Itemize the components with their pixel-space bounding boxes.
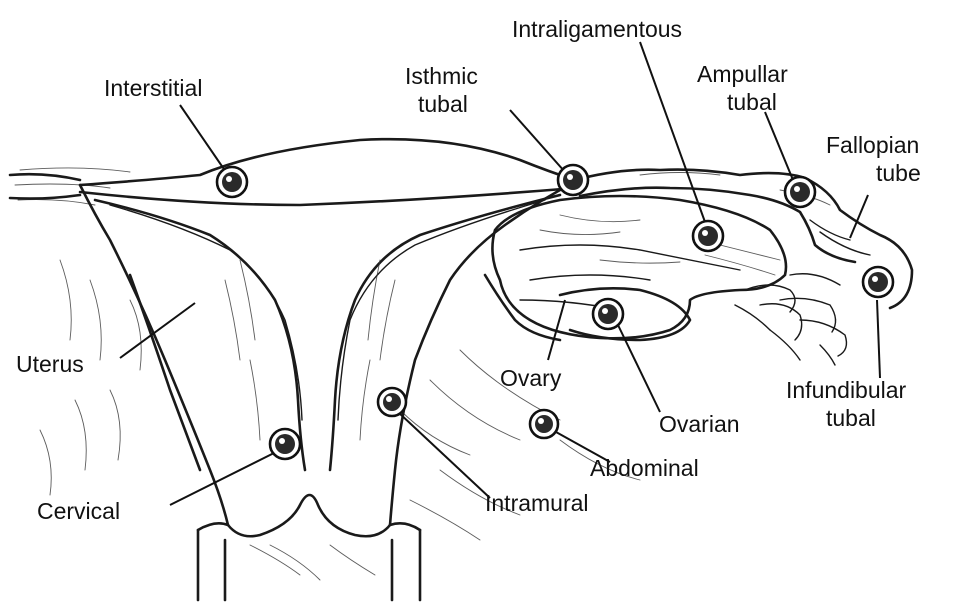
label-ovary: Ovary xyxy=(500,365,562,391)
label-interstitial: Interstitial xyxy=(104,75,202,101)
uterus-drawing xyxy=(10,139,575,600)
label-cervical: Cervical xyxy=(37,498,120,524)
label-ampullar-line1: Ampullar xyxy=(697,61,788,87)
leader-infundibular xyxy=(877,300,880,378)
leader-cervical xyxy=(170,452,276,505)
leader-fallopian xyxy=(850,195,868,238)
leader-interstitial xyxy=(180,105,228,175)
site-isthmic-marker xyxy=(558,165,588,195)
label-ampullar-line2: tubal xyxy=(727,89,777,115)
site-abdominal-marker xyxy=(530,410,558,438)
label-infundibular-line1: Infundibular xyxy=(786,377,907,403)
label-fallopian-line1: Fallopian xyxy=(826,132,919,158)
label-fallopian-line2: tube xyxy=(876,160,921,186)
site-cervical-marker xyxy=(270,429,300,459)
leader-isthmic xyxy=(510,110,565,172)
label-abdominal: Abdominal xyxy=(590,455,699,481)
leader-intramural xyxy=(398,412,490,498)
site-ovarian-marker xyxy=(593,299,623,329)
site-ampullar-marker xyxy=(785,177,815,207)
label-isthmic-line1: Isthmic xyxy=(405,63,478,89)
site-intraligamentous-marker xyxy=(693,221,723,251)
site-infundibular-marker xyxy=(863,267,893,297)
label-intraligamentous: Intraligamentous xyxy=(512,16,682,42)
label-isthmic-line2: tubal xyxy=(418,91,468,117)
leader-intraligamentous xyxy=(640,42,705,222)
label-intramural: Intramural xyxy=(485,490,589,516)
label-infundibular-line2: tubal xyxy=(826,405,876,431)
site-intramural-marker xyxy=(378,388,406,416)
leader-ampullar xyxy=(765,112,793,180)
label-uterus: Uterus xyxy=(16,351,84,377)
implantation-sites xyxy=(217,165,893,459)
site-interstitial-marker xyxy=(217,167,247,197)
label-ovarian: Ovarian xyxy=(659,411,740,437)
